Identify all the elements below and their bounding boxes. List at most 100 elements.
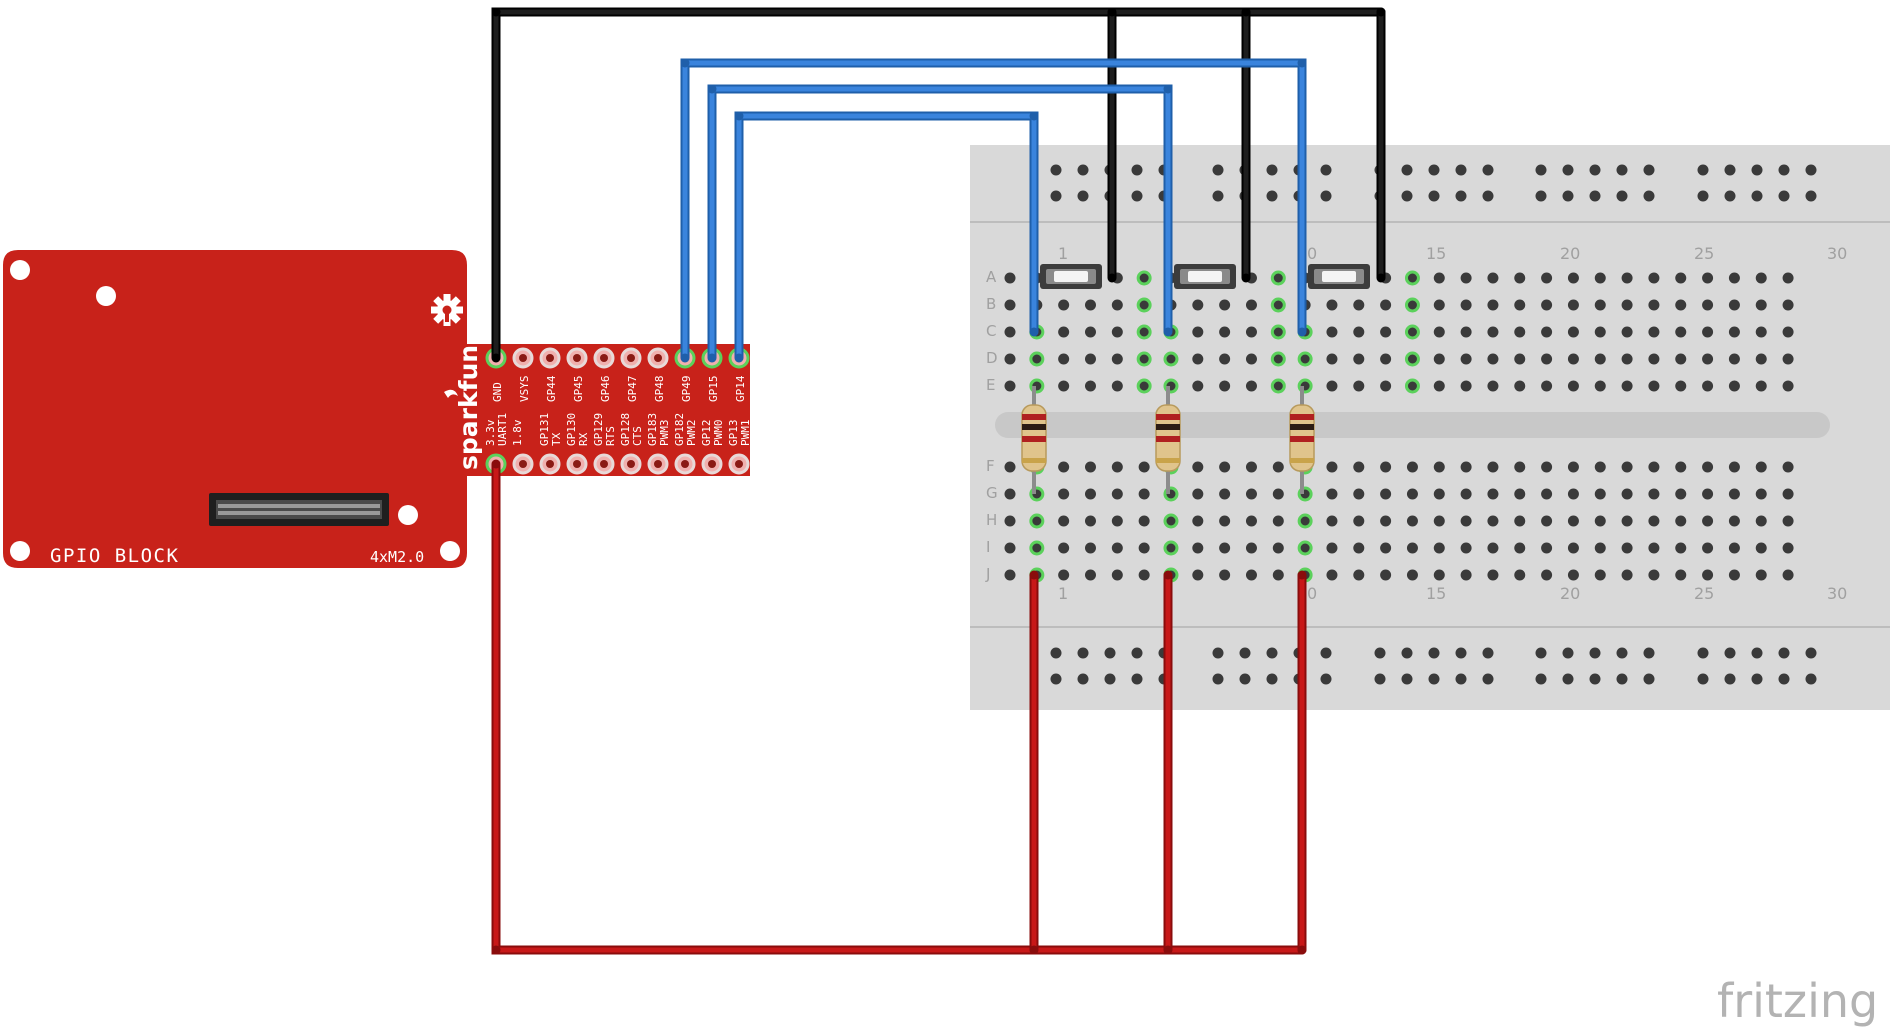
- breadboard-hole: [1433, 542, 1445, 554]
- breadboard-hole: [1136, 378, 1152, 394]
- pin-hole: [708, 460, 716, 468]
- breadboard-hole: [1272, 488, 1284, 500]
- pin-hole: [627, 460, 635, 468]
- breadboard-hole: [1404, 270, 1420, 286]
- breadboard-hole: [1594, 488, 1606, 500]
- power-rail-hole: [1050, 673, 1062, 685]
- breadboard-hole: [1326, 353, 1338, 365]
- breadboard-hole: [1782, 461, 1794, 473]
- breadboard-hole: [1058, 488, 1070, 500]
- breadboard-hole: [1111, 488, 1123, 500]
- breadboard-hole: [1514, 353, 1526, 365]
- breadboard-hole: [1755, 272, 1767, 284]
- pin-hole: [627, 354, 635, 362]
- breadboard-hole: [1029, 540, 1045, 556]
- breadboard-hole: [1594, 515, 1606, 527]
- pin-label-gnd: GND: [491, 382, 504, 402]
- breadboard-hole: [1353, 515, 1365, 527]
- row-label-i: I: [986, 538, 990, 556]
- breadboard-hole: [1245, 299, 1257, 311]
- column-number-30: 30: [1827, 244, 1847, 263]
- breadboard-hole: [1138, 461, 1150, 473]
- breadboard-hole: [1755, 380, 1767, 392]
- breadboard-hole: [1138, 542, 1150, 554]
- breadboard-hole: [1782, 380, 1794, 392]
- breadboard-hole: [1111, 326, 1123, 338]
- breadboard-hole: [1270, 324, 1286, 340]
- pin-sublabel-rts: RTS: [604, 426, 617, 446]
- breadboard-hole: [1728, 461, 1740, 473]
- row-label-b: B: [986, 295, 996, 313]
- breadboard-hole: [1380, 488, 1392, 500]
- power-rail-hole: [1212, 164, 1224, 176]
- pin-label-3.3v: 3.3v: [484, 419, 497, 446]
- breadboard-hole: [1433, 299, 1445, 311]
- power-rail-hole: [1050, 164, 1062, 176]
- breadboard-hole: [1621, 326, 1633, 338]
- wire-gp49[interactable]: [680, 58, 1307, 363]
- breadboard-hole: [1353, 488, 1365, 500]
- column-number-25: 25: [1694, 244, 1714, 263]
- wire-3v3-resistor-2[interactable]: [1163, 570, 1173, 955]
- breadboard-hole: [1380, 299, 1392, 311]
- breadboard-hole: [1675, 380, 1687, 392]
- power-rail-hole: [1589, 190, 1601, 202]
- pin-sublabel-pwm0: PWM0: [712, 420, 725, 447]
- pushbutton-1[interactable]: [1040, 264, 1102, 289]
- breadboard-hole: [1728, 542, 1740, 554]
- power-rail-hole: [1751, 164, 1763, 176]
- wire-gnd-button-2[interactable]: [1241, 7, 1251, 283]
- pin-label-gp131: GP131: [538, 413, 551, 446]
- wire-gnd-button-3[interactable]: [1376, 7, 1386, 283]
- power-rail-hole: [1374, 673, 1386, 685]
- pin-hole: [573, 354, 581, 362]
- breadboard-hole: [1245, 326, 1257, 338]
- column-number-20: 20: [1560, 244, 1580, 263]
- breadboard-hole: [1567, 542, 1579, 554]
- breadboard-hole: [1702, 461, 1714, 473]
- breadboard-hole: [1192, 488, 1204, 500]
- breadboard-hole: [1541, 515, 1553, 527]
- breadboard-hole: [1084, 353, 1096, 365]
- breadboard-hole: [1353, 380, 1365, 392]
- breadboard-hole: [1163, 540, 1179, 556]
- breadboard-hole: [1755, 488, 1767, 500]
- breadboard-hole: [1514, 488, 1526, 500]
- breadboard-hole: [1380, 569, 1392, 581]
- wire-gp15[interactable]: [707, 84, 1173, 363]
- breadboard-hole: [1702, 542, 1714, 554]
- breadboard-hole: [1138, 488, 1150, 500]
- row-label-d: D: [986, 349, 998, 367]
- breadboard-hole: [1004, 272, 1016, 284]
- power-rail-hole: [1751, 673, 1763, 685]
- breadboard-hole: [1487, 326, 1499, 338]
- power-rail-hole: [1131, 164, 1143, 176]
- breadboard-hole: [1541, 542, 1553, 554]
- wire-3v3-resistor-3[interactable]: [1297, 570, 1307, 955]
- breadboard-hole: [1192, 461, 1204, 473]
- power-rail-hole: [1131, 647, 1143, 659]
- breadboard-hole: [1702, 380, 1714, 392]
- pin-label-gp44: GP44: [545, 375, 558, 402]
- breadboard-hole: [1245, 488, 1257, 500]
- breadboard-hole: [1782, 488, 1794, 500]
- breadboard-hole: [1541, 326, 1553, 338]
- mounting-hole: [10, 260, 30, 280]
- breadboard-hole: [1004, 515, 1016, 527]
- pushbutton-3[interactable]: [1308, 264, 1370, 289]
- power-rail-hole: [1589, 673, 1601, 685]
- breadboard-hole: [1594, 326, 1606, 338]
- pushbutton-2[interactable]: [1174, 264, 1236, 289]
- wire-gnd-button-1[interactable]: [1107, 7, 1117, 283]
- breadboard-hole: [1380, 380, 1392, 392]
- breadboard-hole: [1058, 380, 1070, 392]
- breadboard-hole: [1219, 353, 1231, 365]
- power-rail-hole: [1401, 673, 1413, 685]
- wire-3v3-resistor-1[interactable]: [1029, 570, 1039, 955]
- breadboard-hole: [1487, 515, 1499, 527]
- breadboard-hole: [1567, 380, 1579, 392]
- breadboard-hole: [1755, 326, 1767, 338]
- wire-gp14[interactable]: [734, 111, 1039, 363]
- breadboard-hole: [1567, 272, 1579, 284]
- power-rail-hole: [1212, 673, 1224, 685]
